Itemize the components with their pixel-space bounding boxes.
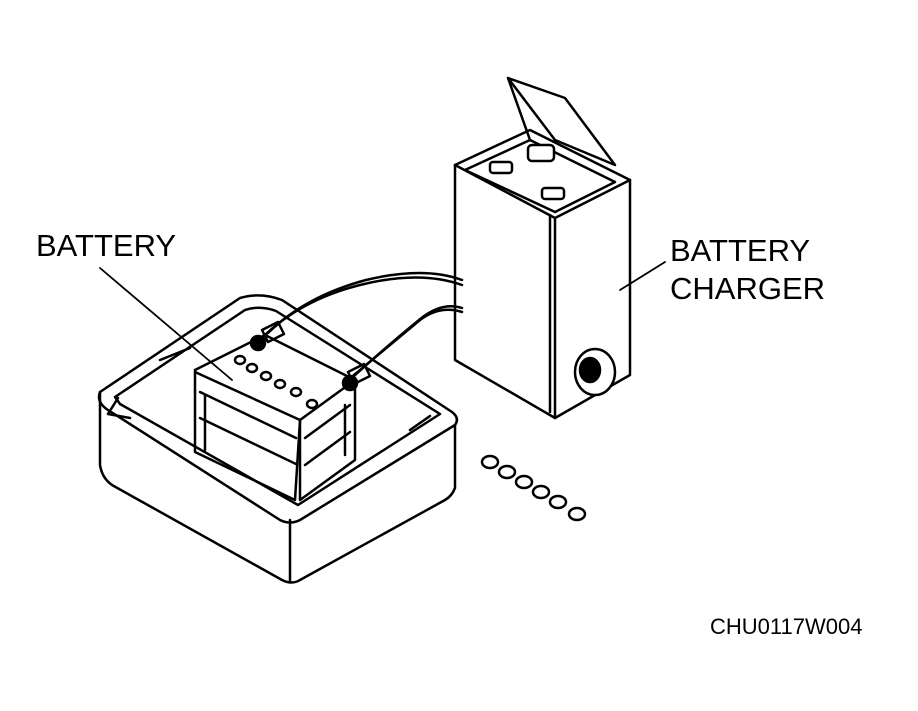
battery-label: BATTERY bbox=[36, 228, 177, 263]
battery bbox=[193, 333, 359, 502]
leader-line-battery bbox=[99, 267, 233, 381]
charger-cables bbox=[260, 271, 464, 386]
battery-charger bbox=[453, 76, 632, 420]
battery-charger-label-line2: CHARGER bbox=[670, 271, 826, 306]
battery-charger-label-line1: BATTERY bbox=[670, 233, 811, 268]
battery-charger-label: BATTERY CHARGER bbox=[670, 232, 825, 308]
battery-tray bbox=[97, 294, 459, 584]
leader-line-charger bbox=[619, 261, 666, 291]
figure-code: CHU0117W004 bbox=[710, 614, 863, 639]
vent-caps bbox=[480, 454, 587, 522]
